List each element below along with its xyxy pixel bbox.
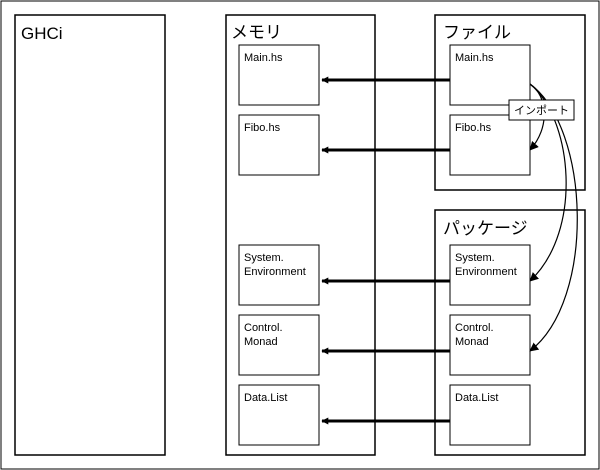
memory-module-main-hs: Main.hs — [238, 44, 320, 106]
file-module-main-hs: Main.hs — [449, 44, 531, 106]
ghci-title: GHCi — [21, 24, 63, 43]
file-module-label: Fibo.hs — [455, 122, 492, 134]
ghci-panel: GHCi — [14, 14, 166, 456]
memory-module-box — [238, 114, 320, 176]
memory-module-box — [238, 314, 320, 376]
package-module-system-environment: System. Environment — [449, 244, 531, 306]
import-label: インポート — [508, 99, 575, 121]
file-module-label: Main.hs — [455, 52, 494, 64]
memory-module-label: Main.hs — [244, 52, 283, 64]
memory-module-control-monad: Control. Monad — [238, 314, 320, 376]
package-module-label: Environment — [455, 266, 517, 278]
package-module-box — [449, 314, 531, 376]
memory-module-label: Control. — [244, 322, 283, 334]
memory-module-label: System. — [244, 252, 284, 264]
package-module-label: Data.List — [455, 392, 498, 404]
import-label-text: インポート — [514, 104, 569, 117]
memory-module-data-list: Data.List — [238, 384, 320, 446]
file-module-box — [449, 44, 531, 106]
memory-module-label: Fibo.hs — [244, 122, 281, 134]
package-module-data-list: Data.List — [449, 384, 531, 446]
file-module-fibo-hs: Fibo.hs — [449, 114, 531, 176]
memory-module-box — [238, 44, 320, 106]
memory-module-label: Environment — [244, 266, 306, 278]
memory-module-label: Monad — [244, 336, 278, 348]
memory-title: メモリ — [231, 23, 282, 42]
packages-title: パッケージ — [443, 219, 528, 238]
memory-module-fibo-hs: Fibo.hs — [238, 114, 320, 176]
package-module-label: Monad — [455, 336, 489, 348]
memory-module-system-environment: System. Environment — [238, 244, 320, 306]
memory-module-label: Data.List — [244, 392, 287, 404]
memory-module-box — [238, 384, 320, 446]
package-module-label: Control. — [455, 322, 494, 334]
package-module-box — [449, 384, 531, 446]
package-module-label: System. — [455, 252, 495, 264]
package-module-box — [449, 244, 531, 306]
files-title: ファイル — [443, 23, 511, 42]
load-arrows — [321, 76, 450, 425]
package-module-control-monad: Control. Monad — [449, 314, 531, 376]
memory-module-box — [238, 244, 320, 306]
